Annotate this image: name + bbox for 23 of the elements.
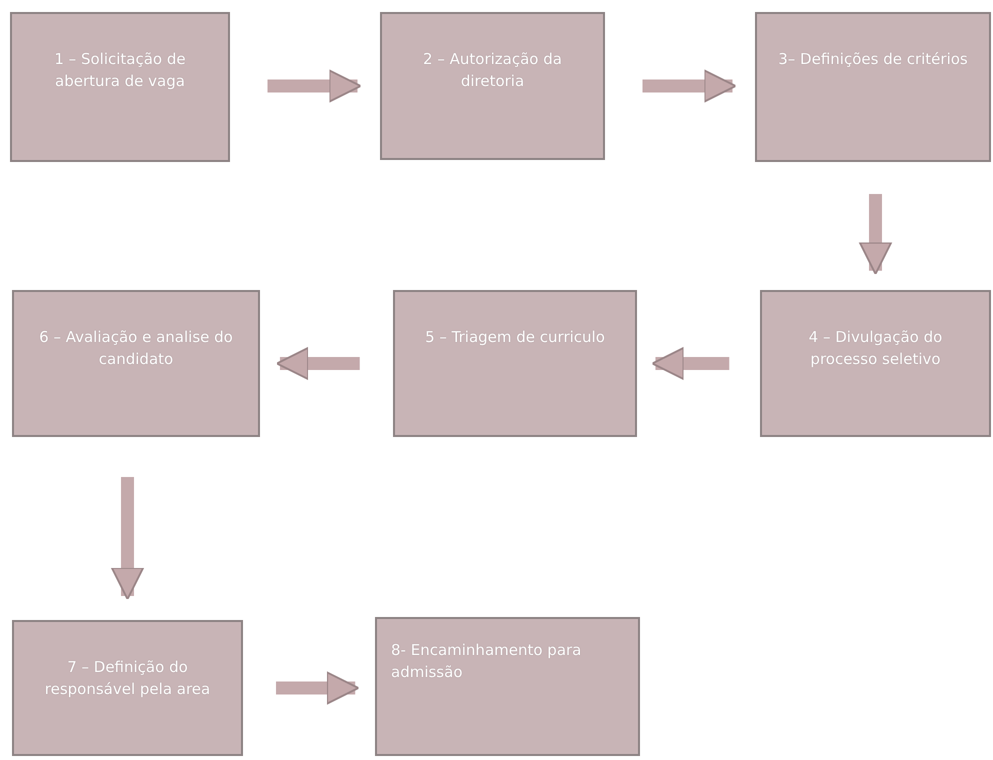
block-arrow <box>110 477 144 600</box>
step-label: 2 – Autorização da diretoria <box>422 49 563 92</box>
process-box <box>760 290 991 437</box>
process-box <box>375 617 640 756</box>
block-arrow <box>276 671 360 705</box>
step-label: 6 – Avaliação e analise do candidato <box>38 327 234 370</box>
process-box <box>393 290 637 437</box>
process-box <box>10 12 230 162</box>
step-label: 7 – Definição do responsável pela area <box>44 657 212 700</box>
block-arrow <box>268 69 362 103</box>
process-box <box>380 12 605 160</box>
step-label: 5 – Triagem de curriculo <box>425 327 605 348</box>
step-label: 8- Encaminhamento para admissão <box>391 640 582 683</box>
block-arrow <box>642 69 737 103</box>
process-box <box>12 290 260 437</box>
process-box <box>755 12 991 162</box>
process-box <box>12 620 243 756</box>
block-arrow <box>651 346 730 380</box>
block-arrow <box>858 194 892 275</box>
step-label: 1 – Solicitação de abertura de vaga <box>53 49 187 92</box>
step-label: 4 – Divulgação do processo seletivo <box>808 327 944 370</box>
block-arrow <box>276 346 360 380</box>
step-label: 3– Definições de critérios <box>778 49 968 70</box>
